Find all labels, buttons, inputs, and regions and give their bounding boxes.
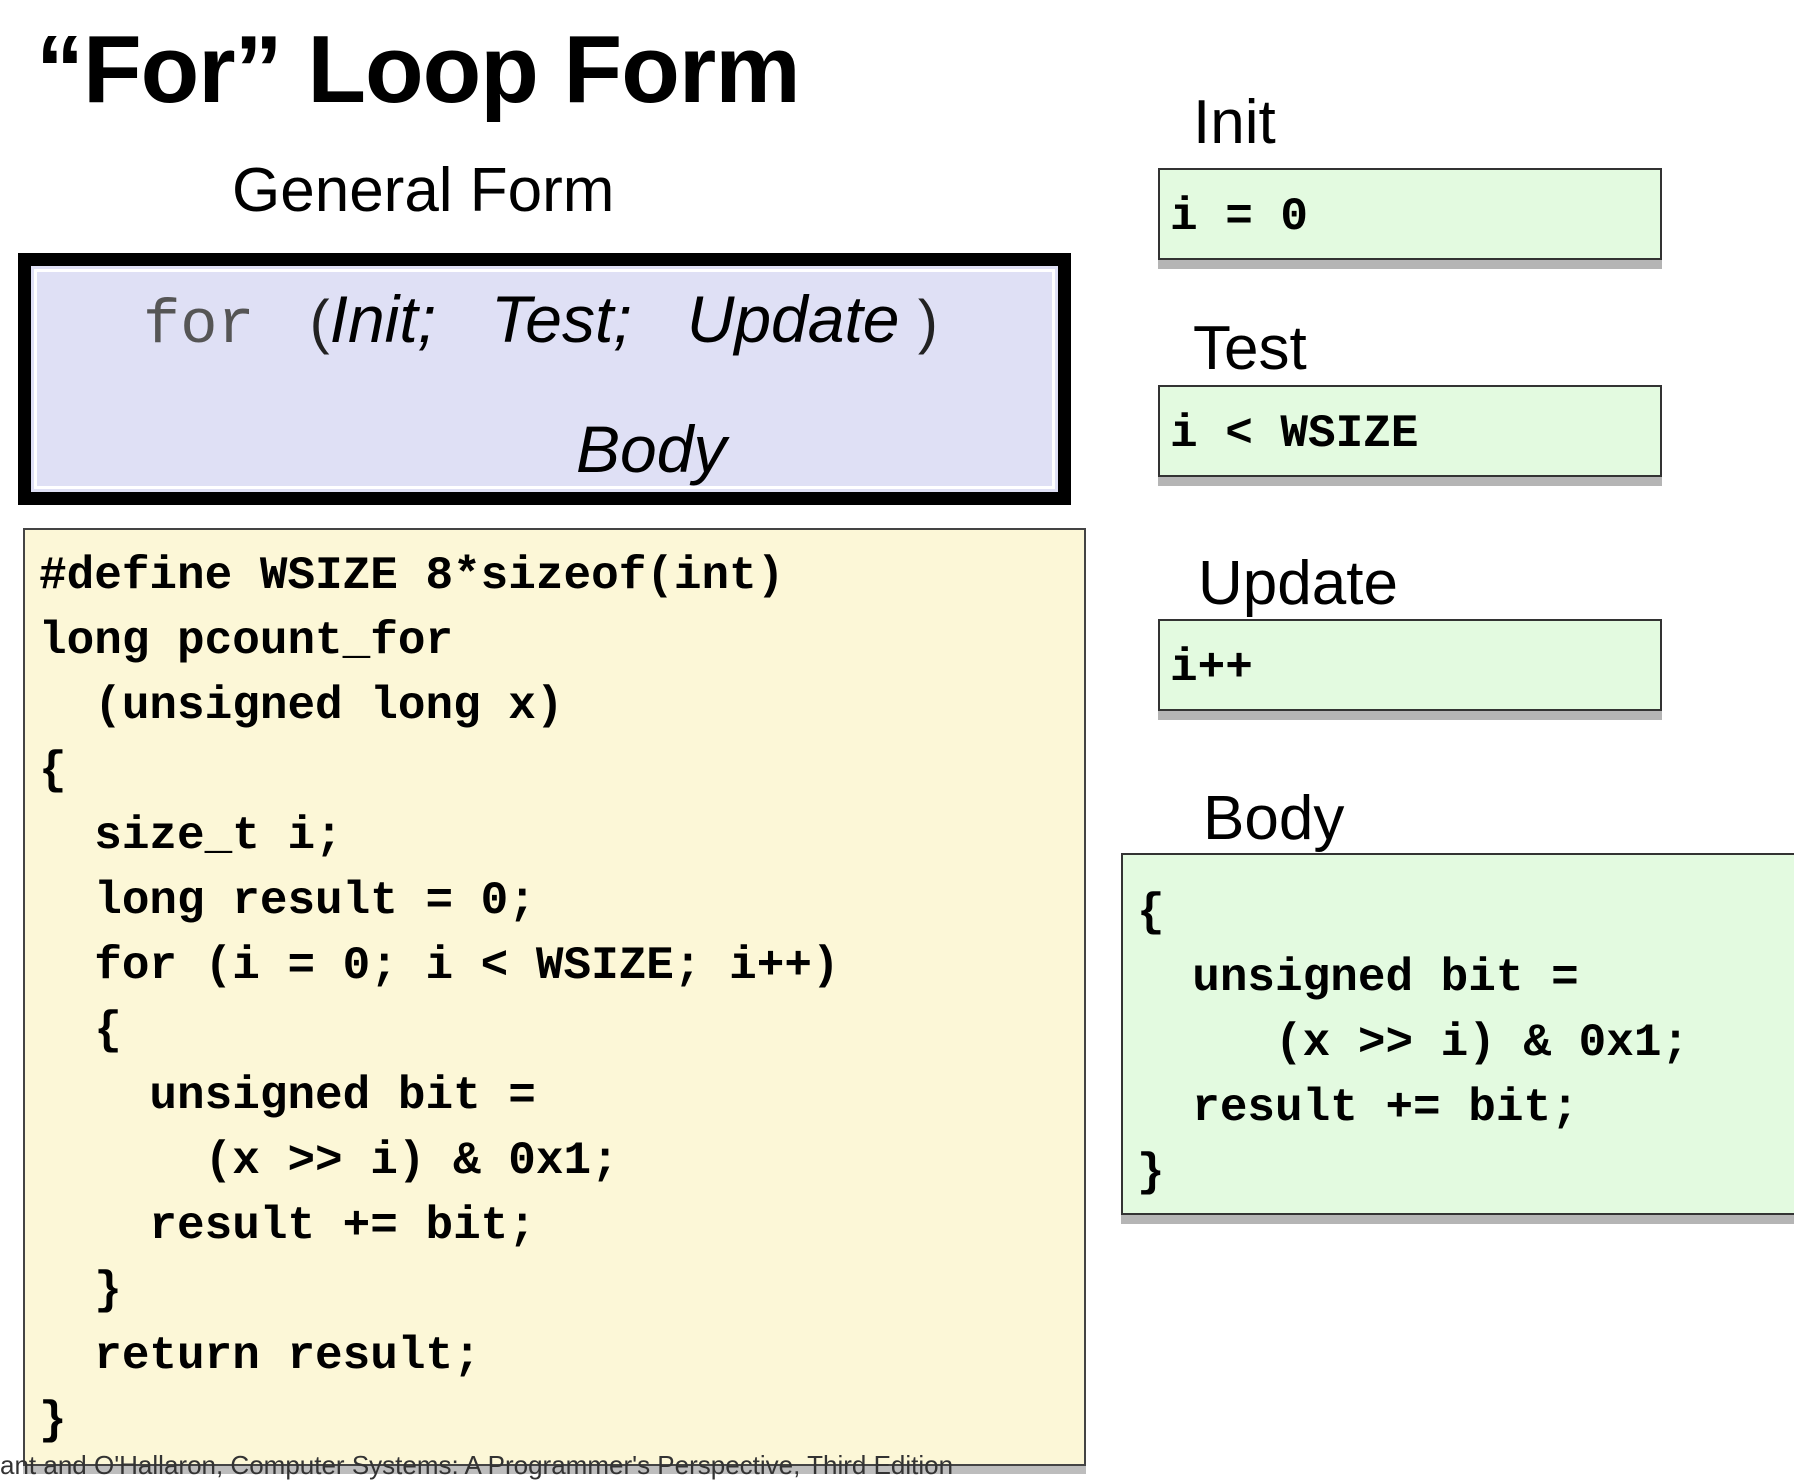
- init-box: i = 0: [1158, 168, 1662, 260]
- general-form-box: for (Init; Test; Update ) Body: [18, 253, 1071, 505]
- update-code: i++: [1170, 642, 1253, 694]
- update-placeholder: Update: [686, 282, 900, 356]
- init-label: Init: [1193, 88, 1276, 157]
- code-listing-box: #define WSIZE 8*sizeof(int) long pcount_…: [23, 528, 1086, 1466]
- slide-title: “For” Loop Form: [36, 16, 801, 123]
- general-form-label: General Form: [232, 156, 615, 225]
- open-paren: (: [309, 288, 330, 355]
- for-keyword: for: [143, 290, 255, 361]
- body-box: { unsigned bit = (x >> i) & 0x1; result …: [1121, 853, 1794, 1215]
- close-paren: ): [917, 288, 938, 355]
- body-code: { unsigned bit = (x >> i) & 0x1; result …: [1137, 887, 1690, 1199]
- general-form-inner: for (Init; Test; Update ) Body: [28, 263, 1061, 495]
- test-label: Test: [1193, 314, 1307, 383]
- init-code: i = 0: [1170, 191, 1309, 243]
- init-placeholder: Init;: [329, 282, 437, 356]
- test-code: i < WSIZE: [1170, 408, 1419, 460]
- general-form-syntax: for (Init; Test; Update ): [143, 286, 938, 357]
- body-placeholder: Body: [576, 412, 727, 486]
- footer-citation: ant and O'Hallaron, Computer Systems: A …: [0, 1450, 954, 1480]
- test-box: i < WSIZE: [1158, 385, 1662, 477]
- test-placeholder: Test;: [491, 282, 632, 356]
- body-label: Body: [1203, 784, 1345, 853]
- update-label: Update: [1198, 549, 1398, 618]
- code-listing: #define WSIZE 8*sizeof(int) long pcount_…: [39, 550, 840, 1447]
- update-box: i++: [1158, 619, 1662, 711]
